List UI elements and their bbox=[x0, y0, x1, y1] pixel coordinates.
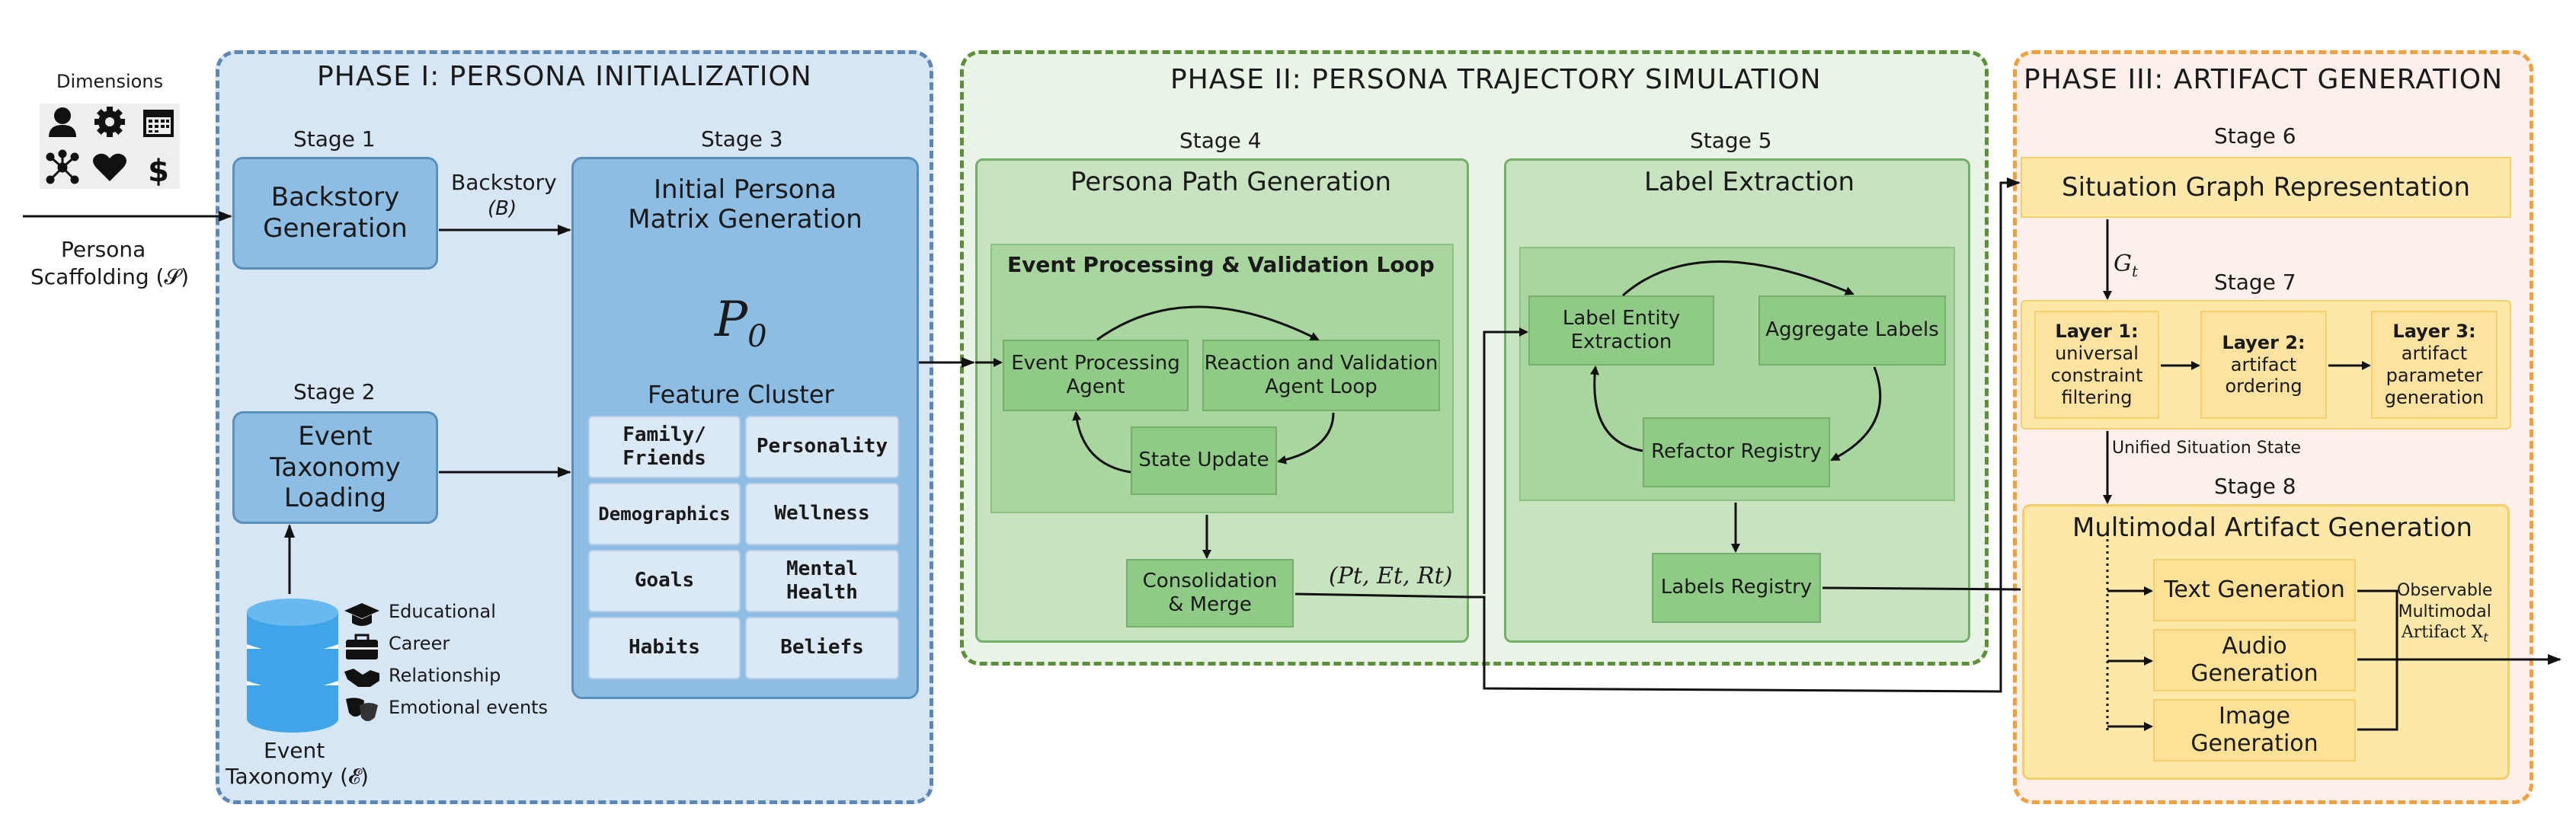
dimensions-icon-panel: $ bbox=[40, 104, 180, 189]
stage1-label: Stage 1 bbox=[293, 126, 376, 152]
stage5-label: Stage 5 bbox=[1690, 128, 1772, 153]
labels-registry-box: Labels Registry bbox=[1652, 553, 1821, 623]
layer1-head: Layer 1: bbox=[2055, 321, 2139, 343]
phase2-title: PHASE II: PERSONA TRAJECTORY SIMULATION bbox=[1170, 64, 1822, 95]
dollar-icon: $ bbox=[148, 154, 169, 189]
arrow-state-to-event bbox=[1072, 411, 1131, 474]
label-entity-extraction-box: Label Entity Extraction bbox=[1528, 295, 1714, 366]
database-icon bbox=[247, 599, 338, 733]
theater-masks-icon bbox=[346, 698, 378, 721]
tuple-label: (Pt, Et, Rt) bbox=[1329, 563, 1453, 589]
gt-label: Gt bbox=[2114, 251, 2138, 280]
layer2-head: Layer 2: bbox=[2222, 331, 2306, 353]
feature-cell-family-friends: Family/ Friends bbox=[588, 416, 741, 478]
arrow-event-to-reaction bbox=[1096, 305, 1320, 341]
dimensions-label: Dimensions bbox=[56, 71, 164, 92]
persona-scaffolding-line1: Persona bbox=[61, 237, 146, 262]
situation-graph-box: Situation Graph Representation bbox=[2021, 157, 2511, 218]
label-extraction-title: Label Extraction bbox=[1644, 167, 1855, 197]
p0-symbol-sub: 0 bbox=[747, 318, 767, 354]
event-taxonomy-line1: Event bbox=[264, 738, 325, 763]
backstory-edge-label: Backstory bbox=[451, 170, 557, 195]
audio-generation-box: Audio Generation bbox=[2153, 629, 2356, 691]
observable-line2: Multimodal bbox=[2398, 602, 2491, 621]
layer1-box: Layer 1: universal constraint filtering bbox=[2034, 311, 2159, 419]
arrow-reaction-to-state bbox=[1277, 412, 1335, 465]
observable-line3: Artifact X bbox=[2401, 623, 2484, 642]
arrow-refactor-to-entity bbox=[1590, 366, 1643, 452]
image-generation-box: Image Generation bbox=[2153, 699, 2356, 762]
persona-path-generation-title: Persona Path Generation bbox=[1070, 167, 1392, 197]
multimodal-artifact-title: Multimodal Artifact Generation bbox=[2072, 512, 2473, 543]
observable-line1: Observable bbox=[2397, 581, 2493, 600]
unified-state-label: Unified Situation State bbox=[2112, 439, 2302, 458]
p0-symbol-main: P bbox=[715, 292, 748, 348]
observable-line3-wrap: Artifact Xt bbox=[2397, 622, 2492, 645]
p0-symbol: P0 bbox=[715, 292, 767, 354]
feature-cell-habits: Habits bbox=[588, 617, 741, 679]
arrow-entity-to-aggregate bbox=[1622, 260, 1854, 297]
network-icon bbox=[46, 149, 79, 184]
layer3-box: Layer 3: artifact parameter generation bbox=[2371, 311, 2498, 419]
consolidation-merge-box: Consolidation & Merge bbox=[1126, 559, 1294, 627]
feature-cell-personality: Personality bbox=[745, 416, 899, 478]
arrow-image-merge bbox=[2357, 659, 2398, 731]
taxonomy-career: Career bbox=[389, 633, 450, 654]
calendar-icon bbox=[143, 110, 174, 137]
event-processing-agent-box: Event Processing Agent bbox=[1003, 340, 1189, 411]
backstory-generation-box: Backstory Generation bbox=[232, 157, 438, 270]
arrow-registry-phase3 bbox=[1822, 586, 2021, 591]
event-taxonomy-line2: Taxonomy (𝓔) bbox=[226, 764, 369, 789]
feature-cluster-label: Feature Cluster bbox=[648, 380, 834, 409]
state-update-box: State Update bbox=[1131, 426, 1277, 495]
text-generation-box: Text Generation bbox=[2153, 559, 2356, 621]
arrow-into-label-extraction bbox=[1483, 327, 1528, 594]
briefcase-icon bbox=[346, 634, 378, 659]
backstory-edge-symbol: (B) bbox=[488, 197, 517, 220]
gear-icon bbox=[94, 107, 125, 137]
persona-scaffolding-line2: Scaffolding (𝓢) bbox=[30, 264, 190, 289]
stage8-label: Stage 8 bbox=[2214, 474, 2296, 499]
layer1-body: universal constraint filtering bbox=[2050, 343, 2143, 408]
arrow-text-merge bbox=[2357, 589, 2398, 659]
refactor-registry-box: Refactor Registry bbox=[1643, 417, 1830, 487]
layer2-body: artifact ordering bbox=[2225, 353, 2302, 398]
phase3-title: PHASE III: ARTIFACT GENERATION bbox=[2024, 64, 2504, 95]
stage3-label: Stage 3 bbox=[701, 126, 783, 152]
observable-sub: t bbox=[2483, 630, 2488, 645]
arrow-aggregate-to-refactor bbox=[1830, 366, 1882, 461]
feature-cell-mental-health: Mental Health bbox=[745, 550, 899, 612]
layer3-body: artifact parameter generation bbox=[2384, 343, 2485, 408]
heart-icon bbox=[93, 153, 126, 181]
gt-label-main: G bbox=[2114, 251, 2132, 277]
observable-artifact-label: Observable Multimodal Artifact Xt bbox=[2397, 580, 2492, 645]
phase1-title: PHASE I: PERSONA INITIALIZATION bbox=[317, 61, 812, 92]
feature-cell-wellness: Wellness bbox=[745, 483, 899, 545]
event-loop-title: Event Processing & Validation Loop bbox=[1007, 252, 1435, 277]
feature-cell-beliefs: Beliefs bbox=[745, 617, 899, 679]
initial-persona-matrix-title: Initial Persona Matrix Generation bbox=[628, 174, 862, 235]
stage2-label: Stage 2 bbox=[293, 379, 376, 404]
layer2-box: Layer 2: artifact ordering bbox=[2200, 311, 2327, 419]
person-icon bbox=[49, 107, 76, 137]
stage7-label: Stage 7 bbox=[2214, 270, 2296, 295]
event-taxonomy-loading-box: Event Taxonomy Loading bbox=[232, 411, 438, 524]
arrow-consolidation-route bbox=[1294, 177, 2021, 693]
handshake-icon bbox=[344, 669, 379, 687]
stage6-label: Stage 6 bbox=[2214, 123, 2296, 148]
taxonomy-educational: Educational bbox=[389, 601, 496, 622]
stage4-label: Stage 4 bbox=[1179, 128, 1262, 153]
graduation-cap-icon bbox=[344, 603, 379, 626]
aggregate-labels-box: Aggregate Labels bbox=[1758, 295, 1946, 366]
reaction-validation-agent-box: Reaction and Validation Agent Loop bbox=[1202, 340, 1440, 411]
feature-cell-demographics: Demographics bbox=[588, 483, 741, 545]
taxonomy-emotional-events: Emotional events bbox=[389, 697, 549, 718]
layer3-head: Layer 3: bbox=[2392, 321, 2476, 343]
gt-label-sub: t bbox=[2131, 262, 2139, 280]
taxonomy-relationship: Relationship bbox=[389, 665, 501, 686]
feature-cell-goals: Goals bbox=[588, 550, 741, 612]
